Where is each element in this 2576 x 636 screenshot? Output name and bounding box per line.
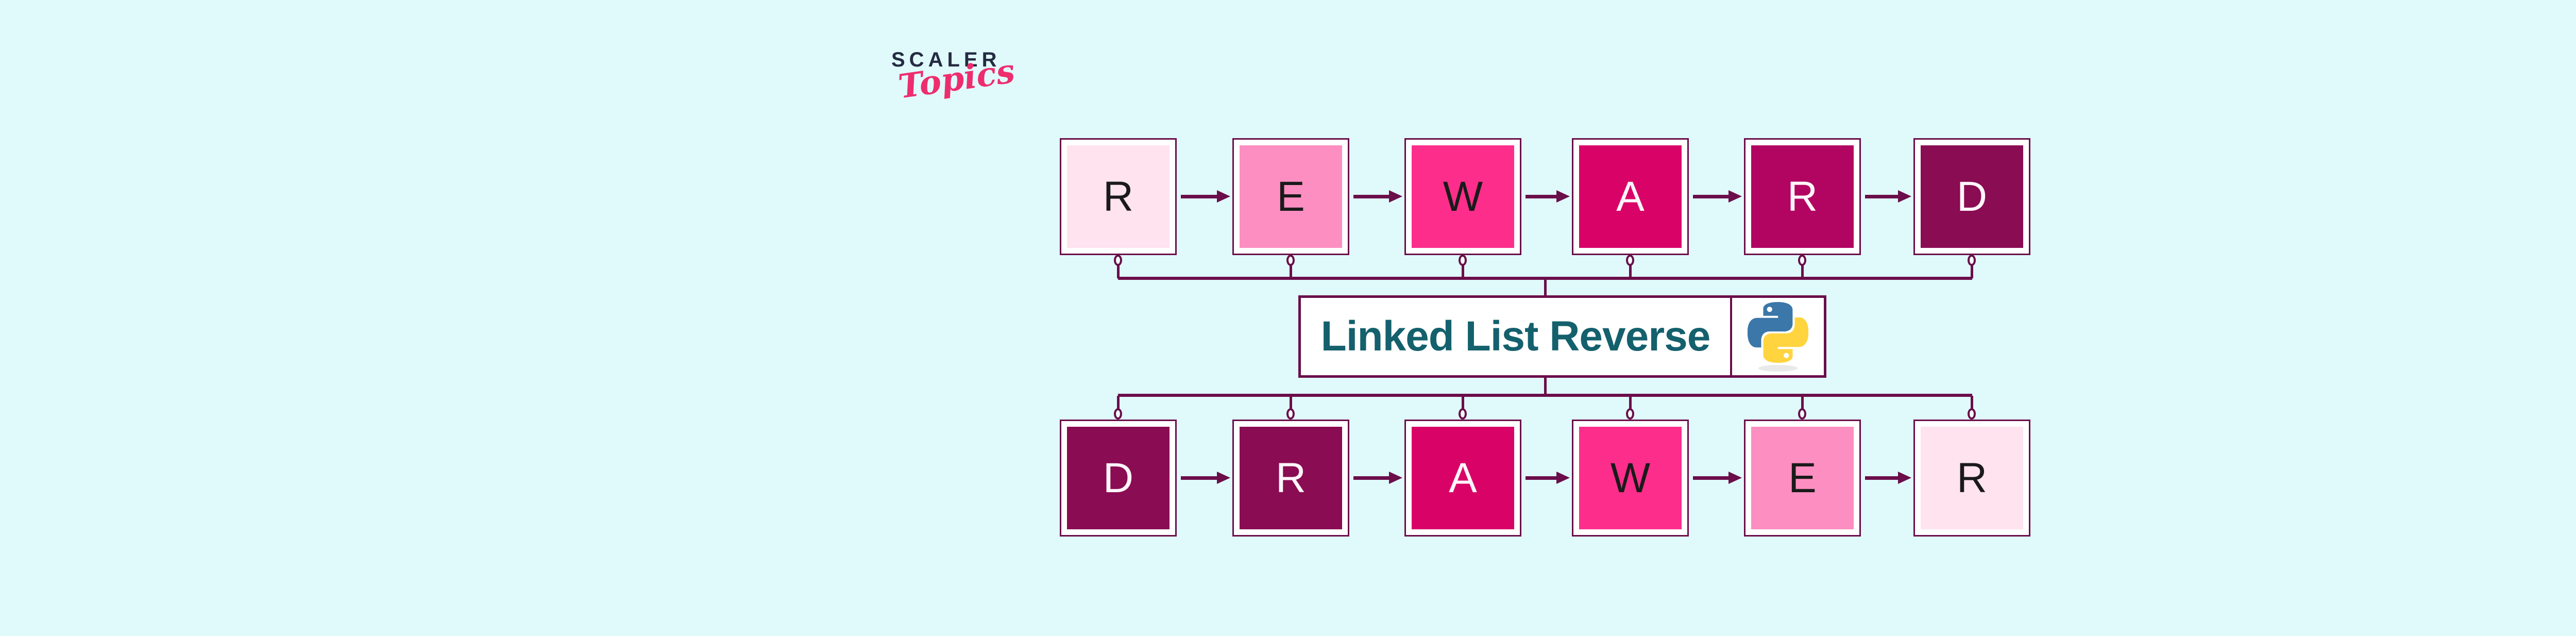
top-node-3-letter: W (1443, 173, 1483, 220)
connector-line (1462, 396, 1464, 410)
next-arrow-icon (1526, 472, 1570, 484)
top-node-5-letter: R (1787, 173, 1818, 220)
next-arrow-icon (1693, 190, 1742, 203)
next-arrow-icon (1181, 190, 1230, 203)
top-node-5-fill: R (1751, 145, 1854, 248)
python-logo-panel (1732, 298, 1824, 375)
bottom-node-5-letter: E (1788, 454, 1817, 501)
bottom-node-1-fill: D (1067, 427, 1170, 529)
bottom-node-6: R (1913, 420, 2030, 537)
connector-line (1544, 376, 1547, 395)
bottom-node-5-fill: E (1751, 427, 1854, 529)
bottom-node-4-fill: W (1579, 427, 1682, 529)
top-node-6-letter: D (1956, 173, 1988, 220)
connector-line (1290, 265, 1292, 278)
next-arrow-icon (1181, 472, 1230, 484)
top-node-2: E (1232, 138, 1349, 255)
top-node-2-letter: E (1277, 173, 1305, 220)
top-node-3-fill: W (1412, 145, 1514, 248)
next-arrow-icon (1865, 190, 1911, 203)
connector-line (1971, 265, 1973, 278)
connector-ring-icon (1286, 408, 1295, 420)
connector-line (1801, 396, 1804, 410)
top-node-4-letter: A (1616, 173, 1645, 220)
next-arrow-icon (1353, 472, 1402, 484)
connector-ring-icon (1114, 255, 1122, 266)
next-arrow-icon (1865, 472, 1911, 484)
connector-line (1629, 396, 1632, 410)
top-node-1: R (1060, 138, 1177, 255)
logo-brand-text: SCALER (891, 48, 1001, 71)
python-logo-icon (1748, 302, 1808, 363)
bottom-node-3-letter: A (1449, 454, 1477, 501)
top-node-4-fill: A (1579, 145, 1682, 248)
connector-ring-icon (1798, 255, 1806, 266)
bottom-node-6-letter: R (1956, 454, 1988, 501)
connector-ring-icon (1459, 255, 1467, 266)
bottom-node-2: R (1232, 420, 1349, 537)
connector-line (1971, 396, 1973, 410)
connector-ring-icon (1626, 408, 1634, 420)
top-node-1-fill: R (1067, 145, 1170, 248)
diagram-title: Linked List Reverse (1320, 313, 1711, 360)
top-node-3: W (1404, 138, 1521, 255)
next-arrow-icon (1353, 190, 1402, 203)
connector-ring-icon (1968, 408, 1976, 420)
connector-line (1462, 265, 1464, 278)
top-node-6: D (1913, 138, 2030, 255)
bottom-node-4: W (1572, 420, 1689, 537)
bottom-node-1: D (1060, 420, 1177, 537)
connector-line (1629, 265, 1632, 278)
top-node-4: A (1572, 138, 1689, 255)
connector-line (1117, 265, 1120, 278)
scaler-topics-logo: SCALER Topics (891, 48, 1017, 106)
connector-ring-icon (1626, 255, 1634, 266)
connector-ring-icon (1798, 408, 1806, 420)
connector-ring-icon (1459, 408, 1467, 420)
next-arrow-icon (1693, 472, 1742, 484)
top-node-1-letter: R (1103, 173, 1134, 220)
bottom-node-5: E (1744, 420, 1861, 537)
next-arrow-icon (1526, 190, 1570, 203)
bottom-node-3: A (1404, 420, 1521, 537)
bottom-node-2-fill: R (1240, 427, 1342, 529)
bottom-node-1-letter: D (1103, 454, 1134, 501)
top-node-5: R (1744, 138, 1861, 255)
connector-line (1801, 265, 1804, 278)
bottom-node-4-letter: W (1610, 454, 1651, 501)
connector-ring-icon (1286, 255, 1295, 266)
bottom-bus-line (1118, 394, 1972, 397)
connector-line (1117, 396, 1120, 410)
bottom-node-2-letter: R (1275, 454, 1307, 501)
python-logo-shadow (1758, 364, 1798, 372)
connector-line (1290, 396, 1292, 410)
bottom-node-6-fill: R (1921, 427, 2023, 529)
connector-ring-icon (1968, 255, 1976, 266)
bottom-node-3-fill: A (1412, 427, 1514, 529)
top-node-2-fill: E (1240, 145, 1342, 248)
label-divider (1730, 298, 1732, 375)
top-node-6-fill: D (1921, 145, 2023, 248)
diagram-title-box: Linked List Reverse (1298, 295, 1826, 378)
connector-ring-icon (1114, 408, 1122, 420)
connector-line (1544, 278, 1547, 297)
